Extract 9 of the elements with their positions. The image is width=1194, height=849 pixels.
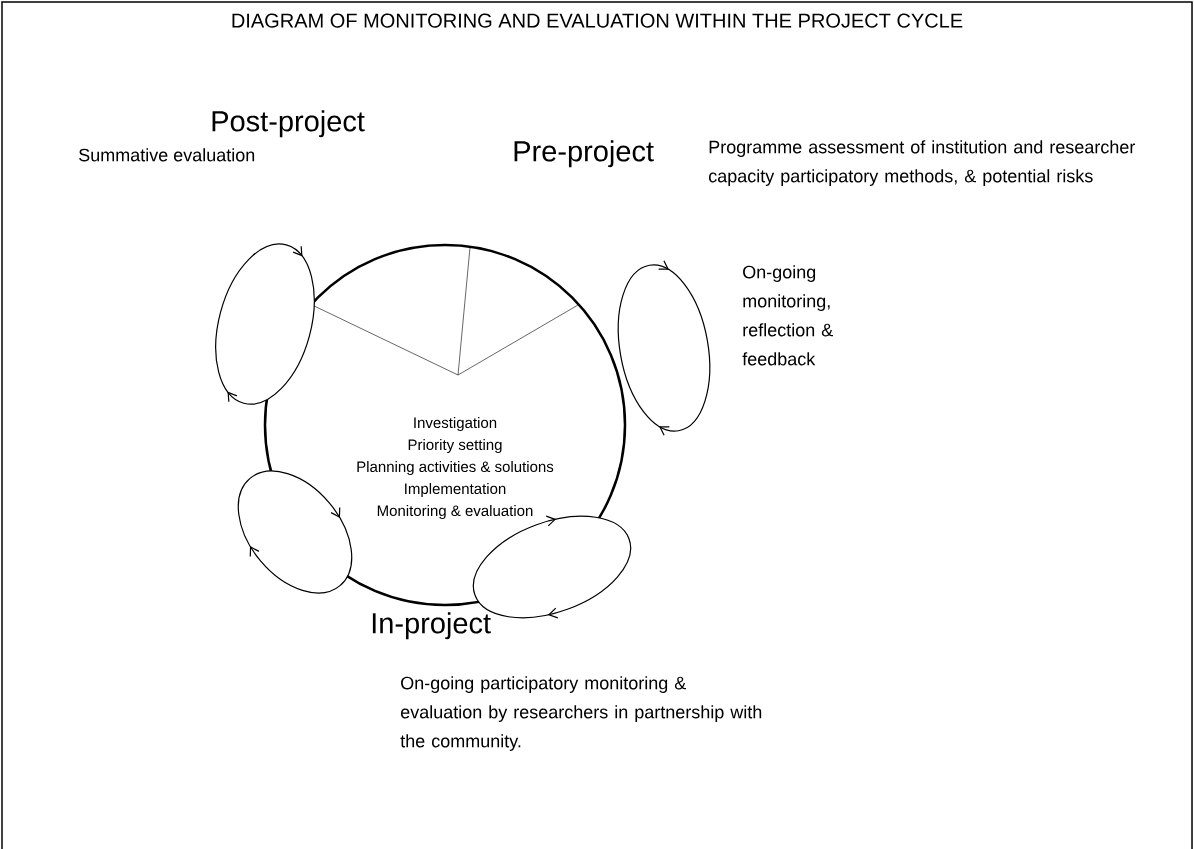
description-text: On-going participatory monitoring & evaluation by researchers in partnership with the community. bbox=[400, 676, 762, 751]
description-text: On-going monitoring, reflection & feedback bbox=[742, 265, 833, 366]
phase-heading: Post-project bbox=[212, 110, 365, 138]
description-text: Programme assessment of institution and researcher capacity participatory methods, & potential risks bbox=[709, 140, 1136, 186]
phase-heading: Pre-project bbox=[514, 140, 654, 168]
description-text: Summative evaluation bbox=[79, 148, 255, 162]
title: DIAGRAM OF MONITORING AND EVALUATION WITHIN THE PROJECT CYCLE bbox=[232, 13, 963, 28]
step-list: Investigation Priority setting Planning activities & solutions Implementation Monitoring & evaluation bbox=[357, 417, 554, 519]
phase-heading: In-project bbox=[372, 612, 491, 640]
